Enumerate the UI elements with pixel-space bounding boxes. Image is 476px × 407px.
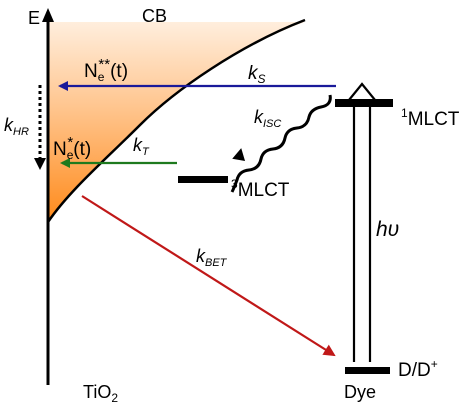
ground-state-label: D/D+ bbox=[398, 357, 438, 381]
ks-label: kS bbox=[248, 63, 266, 86]
h-nu-label: hυ bbox=[376, 218, 399, 241]
energy-axis-label: E bbox=[28, 8, 40, 28]
ne-star-label: Ne*(t) bbox=[53, 134, 91, 162]
kisc-wavy-arrow bbox=[230, 94, 332, 193]
kt-label: kT bbox=[133, 135, 150, 158]
kbet-label: kBET bbox=[196, 246, 228, 269]
khr-arrowhead bbox=[34, 158, 46, 170]
khr-label: kHR bbox=[4, 115, 29, 138]
ground-state-level bbox=[345, 367, 390, 374]
singlet-mlct-label: 1MLCT bbox=[401, 106, 460, 130]
kisc-arrowhead bbox=[232, 148, 246, 161]
excitation-arrowhead bbox=[348, 82, 376, 101]
conduction-band-edge bbox=[46, 18, 306, 223]
triplet-mlct-label: 3MLCT bbox=[231, 177, 290, 201]
dye-label: Dye bbox=[344, 382, 376, 402]
kbet-recombination-arrow bbox=[81, 195, 336, 357]
tio2-label: TiO2 bbox=[83, 382, 118, 405]
triplet-mlct-level bbox=[178, 176, 228, 183]
kisc-label: kISC bbox=[254, 107, 281, 130]
energy-axis-arrowhead bbox=[42, 8, 54, 22]
ne-double-star-label: Ne**(t) bbox=[84, 56, 128, 84]
conduction-band-region bbox=[48, 22, 305, 222]
singlet-mlct-level bbox=[335, 99, 393, 107]
cb-label: CB bbox=[142, 6, 167, 26]
